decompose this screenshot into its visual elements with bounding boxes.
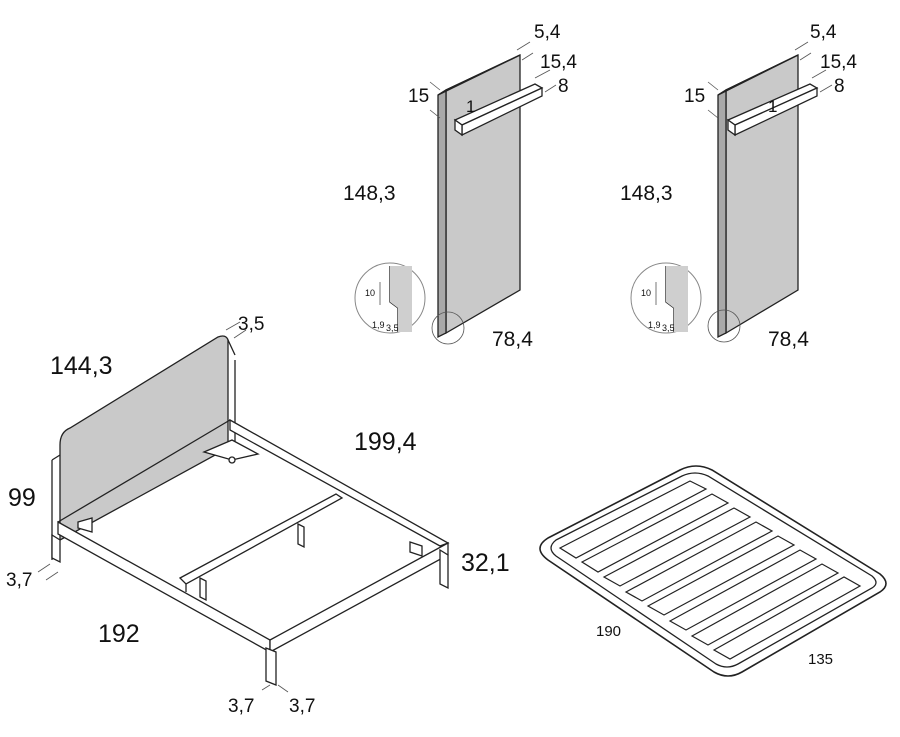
- dim-leg-front-b: 3,7: [289, 696, 315, 717]
- shelf-end: [727, 118, 736, 137]
- dim-line: [799, 52, 812, 61]
- dim-length: 199,4: [354, 428, 417, 456]
- dim-leg-left: 3,7: [6, 570, 32, 591]
- dim-line: [37, 563, 51, 573]
- dim-line: [794, 41, 809, 51]
- bracket-bolt: [228, 456, 236, 464]
- shelf-end: [454, 118, 463, 137]
- corner-bracket-foot: [409, 541, 423, 557]
- slat: [690, 563, 840, 646]
- detail-dim-a: 10: [641, 288, 651, 298]
- dim-line: [811, 69, 827, 79]
- panel-edge: [717, 88, 727, 339]
- dim-line: [521, 52, 534, 61]
- detail-callout: [431, 311, 465, 345]
- slat-frame-inner: [550, 472, 877, 668]
- center-beam: [178, 493, 344, 585]
- head-rail: [57, 419, 231, 523]
- dim-height: 148,3: [620, 182, 673, 205]
- dim-width: 78,4: [492, 328, 533, 351]
- panel-top: [717, 54, 799, 96]
- side-rail-right: [229, 418, 450, 547]
- shelf-marker: 1: [466, 97, 475, 116]
- corner-bracket: [202, 439, 260, 461]
- headboard-edge: [227, 339, 236, 356]
- panel-edge: [437, 88, 447, 339]
- dim-shelf-width: 15,4: [540, 52, 577, 73]
- dim-headboard-width: 144,3: [50, 352, 113, 380]
- dim-line: [233, 329, 247, 339]
- dim-shelf-thickness: 15: [408, 86, 429, 107]
- dim-line: [516, 41, 531, 51]
- panel-top: [437, 54, 521, 96]
- dim-width: 192: [98, 620, 140, 648]
- foot-rail: [269, 541, 449, 654]
- dim-line: [277, 684, 289, 693]
- wall-panel-left: 1 5,4 15,4 8 15 148,3 78,4 10 1,9 3,5: [343, 22, 577, 351]
- dim-line: [819, 84, 833, 93]
- slat-base: 190 135: [539, 465, 887, 677]
- head-post-top: [51, 454, 61, 461]
- side-rail-left: [57, 520, 271, 654]
- slat: [624, 521, 774, 602]
- dim-line: [534, 69, 551, 79]
- dim-slat-length: 190: [596, 623, 621, 640]
- dim-line: [707, 81, 719, 91]
- dim-width: 78,4: [768, 328, 809, 351]
- detail-dim-c: 3,5: [662, 323, 675, 333]
- detail-dim-b: 1,9: [372, 320, 385, 330]
- dim-line: [261, 684, 271, 691]
- center-leg-a: [199, 576, 207, 602]
- slat: [712, 576, 862, 660]
- dim-line: [429, 109, 441, 119]
- leg-foot-left: [265, 647, 277, 686]
- dim-slat-width: 135: [808, 651, 833, 668]
- dim-shelf-height: 8: [834, 76, 845, 97]
- dim-shelf-height: 8: [558, 76, 569, 97]
- slat: [580, 493, 730, 573]
- detail-dim-a: 10: [365, 288, 375, 298]
- shelf-marker: 1: [768, 97, 777, 116]
- dim-line: [429, 81, 441, 91]
- dim-shelf-width: 15,4: [820, 52, 857, 73]
- dim-headboard-height: 99: [8, 484, 36, 512]
- dim-line: [707, 109, 719, 119]
- dim-shelf-thickness: 15: [684, 86, 705, 107]
- detail-dim-c: 3,5: [386, 323, 399, 333]
- center-leg-b: [297, 522, 305, 549]
- dim-headboard-thickness: 3,5: [238, 314, 264, 335]
- dim-line: [225, 321, 241, 331]
- slat: [646, 535, 796, 616]
- detail-magnified: 10 1,9 3,5: [630, 262, 702, 334]
- detail-callout: [707, 309, 741, 343]
- slat-frame-outer: [539, 465, 887, 677]
- detail-magnified: 10 1,9 3,5: [354, 262, 426, 334]
- dim-height: 148,3: [343, 182, 396, 205]
- slat: [558, 480, 708, 559]
- leg-head-left: [51, 533, 61, 564]
- leg-foot-right: [439, 548, 449, 590]
- dim-depth: 5,4: [810, 22, 837, 43]
- slat: [668, 549, 818, 631]
- bed-frame: 3,5 144,3 199,4 99 3,7 32,1 192 3,7 3,7: [6, 314, 510, 717]
- dim-depth: 5,4: [534, 22, 561, 43]
- dim-line: [544, 84, 557, 93]
- wall-panel-right: 1 5,4 15,4 8 15 148,3 78,4 10 1,9 3,5: [620, 22, 857, 351]
- detail-dim-b: 1,9: [648, 320, 661, 330]
- dim-line: [45, 571, 59, 581]
- dim-frame-height: 32,1: [461, 549, 510, 577]
- corner-bracket-head: [77, 517, 93, 533]
- slat: [602, 507, 752, 587]
- dim-leg-front-a: 3,7: [228, 696, 254, 717]
